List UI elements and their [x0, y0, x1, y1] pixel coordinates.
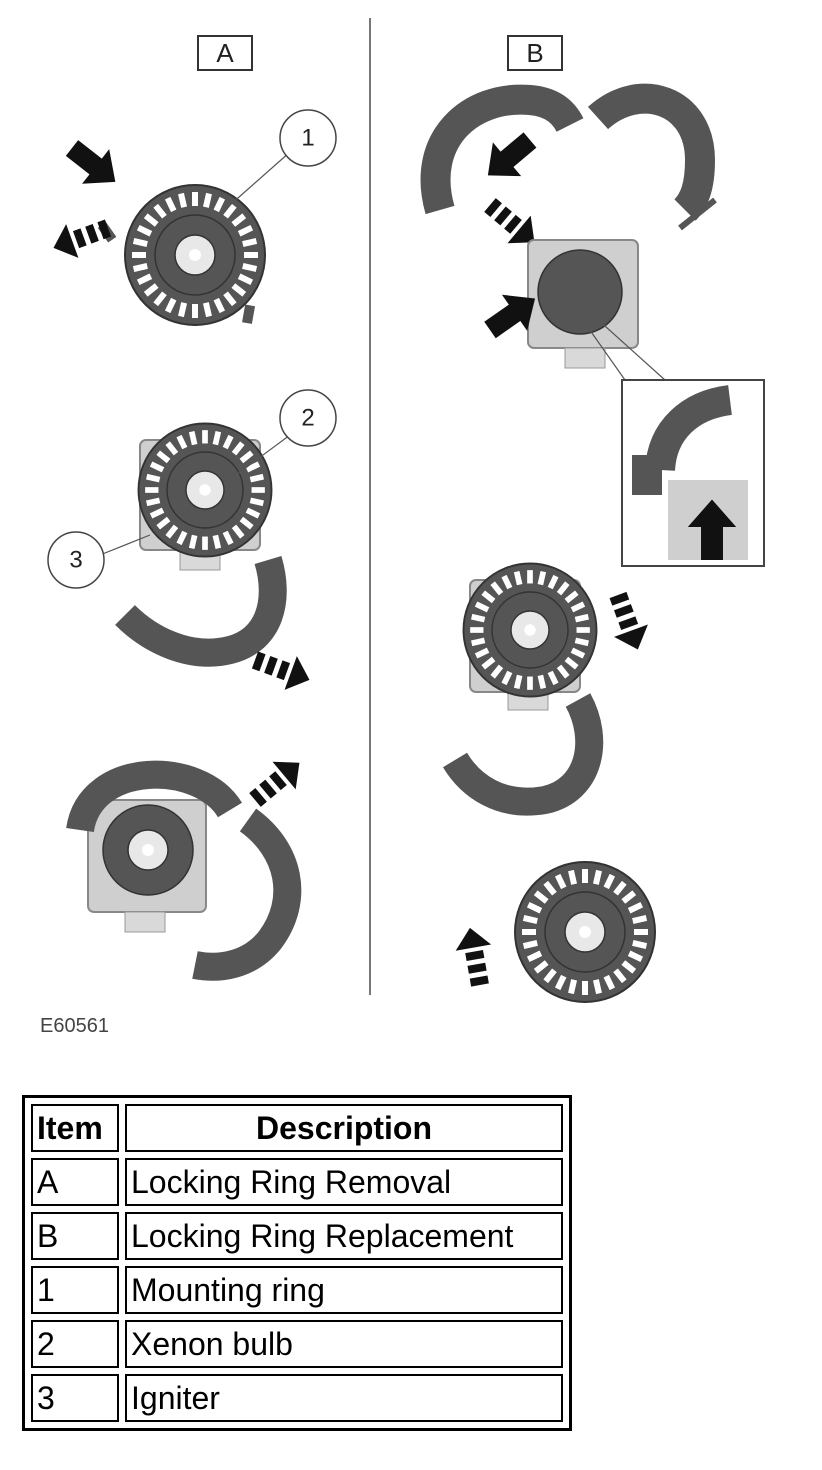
table-row: B Locking Ring Replacement	[31, 1212, 563, 1260]
a-step3-ring-band-top	[66, 760, 242, 834]
legend-cell-item: 2	[31, 1320, 119, 1368]
b-step3-mounting-ring	[514, 861, 656, 1003]
b-step3-lock-arrow	[452, 924, 498, 989]
b-step2-close-arrow	[601, 588, 655, 656]
legend-header-item: Item	[31, 1104, 119, 1152]
svg-text:1: 1	[301, 125, 314, 152]
a-step1-turn-arrow	[47, 211, 115, 265]
svg-text:3: 3	[69, 547, 82, 574]
a-step1-push-arrow	[58, 130, 129, 200]
a-step1-mounting-ring	[97, 184, 266, 326]
a-step3-bulb	[102, 804, 194, 896]
b-step1-ring-latch	[678, 197, 717, 231]
legend-table: Item Description A Locking Ring Removal …	[22, 1095, 572, 1431]
legend-cell-description: Xenon bulb	[125, 1320, 563, 1368]
svg-text:2: 2	[301, 405, 314, 432]
table-row: 2 Xenon bulb	[31, 1320, 563, 1368]
svg-text:B: B	[526, 38, 543, 68]
legend-cell-description: Locking Ring Removal	[125, 1158, 563, 1206]
b-step1-ring-band-right	[587, 83, 716, 221]
a-step3-pull-arrow	[243, 748, 312, 814]
legend-cell-description: Igniter	[125, 1374, 563, 1422]
b-step1-ring-band-left	[420, 84, 584, 215]
a-step2-xenon-bulb-ring	[137, 422, 273, 558]
b-detail-inset	[621, 379, 765, 567]
table-row: A Locking Ring Removal	[31, 1158, 563, 1206]
b-step1-igniter-socket	[527, 239, 639, 369]
a-step2-open-ring-band	[115, 555, 287, 667]
a-step3-ring-band-side	[192, 808, 302, 981]
callout-2: 2	[279, 389, 337, 447]
callout-3: 3	[47, 531, 105, 589]
legend-cell-description: Locking Ring Replacement	[125, 1212, 563, 1260]
legend-header-row: Item Description	[31, 1104, 563, 1152]
panel-a-label: A	[197, 35, 253, 71]
table-row: 3 Igniter	[31, 1374, 563, 1422]
svg-text:A: A	[216, 38, 234, 68]
panel-b-label: B	[507, 35, 563, 71]
b-step2-mounting-ring	[462, 562, 598, 698]
callout-1: 1	[279, 109, 337, 167]
legend-cell-item: 1	[31, 1266, 119, 1314]
legend-cell-description: Mounting ring	[125, 1266, 563, 1314]
bulb-locking-ring-diagram: A B 1 2 3	[40, 18, 765, 1037]
b-step1-insert-arrow	[473, 123, 545, 193]
table-row: 1 Mounting ring	[31, 1266, 563, 1314]
b-step2-ring-band	[442, 693, 604, 816]
figure-code: E60561	[40, 1015, 109, 1037]
legend-cell-item: 3	[31, 1374, 119, 1422]
legend-cell-item: A	[31, 1158, 119, 1206]
legend-cell-item: B	[31, 1212, 119, 1260]
legend-header-description: Description	[125, 1104, 563, 1152]
